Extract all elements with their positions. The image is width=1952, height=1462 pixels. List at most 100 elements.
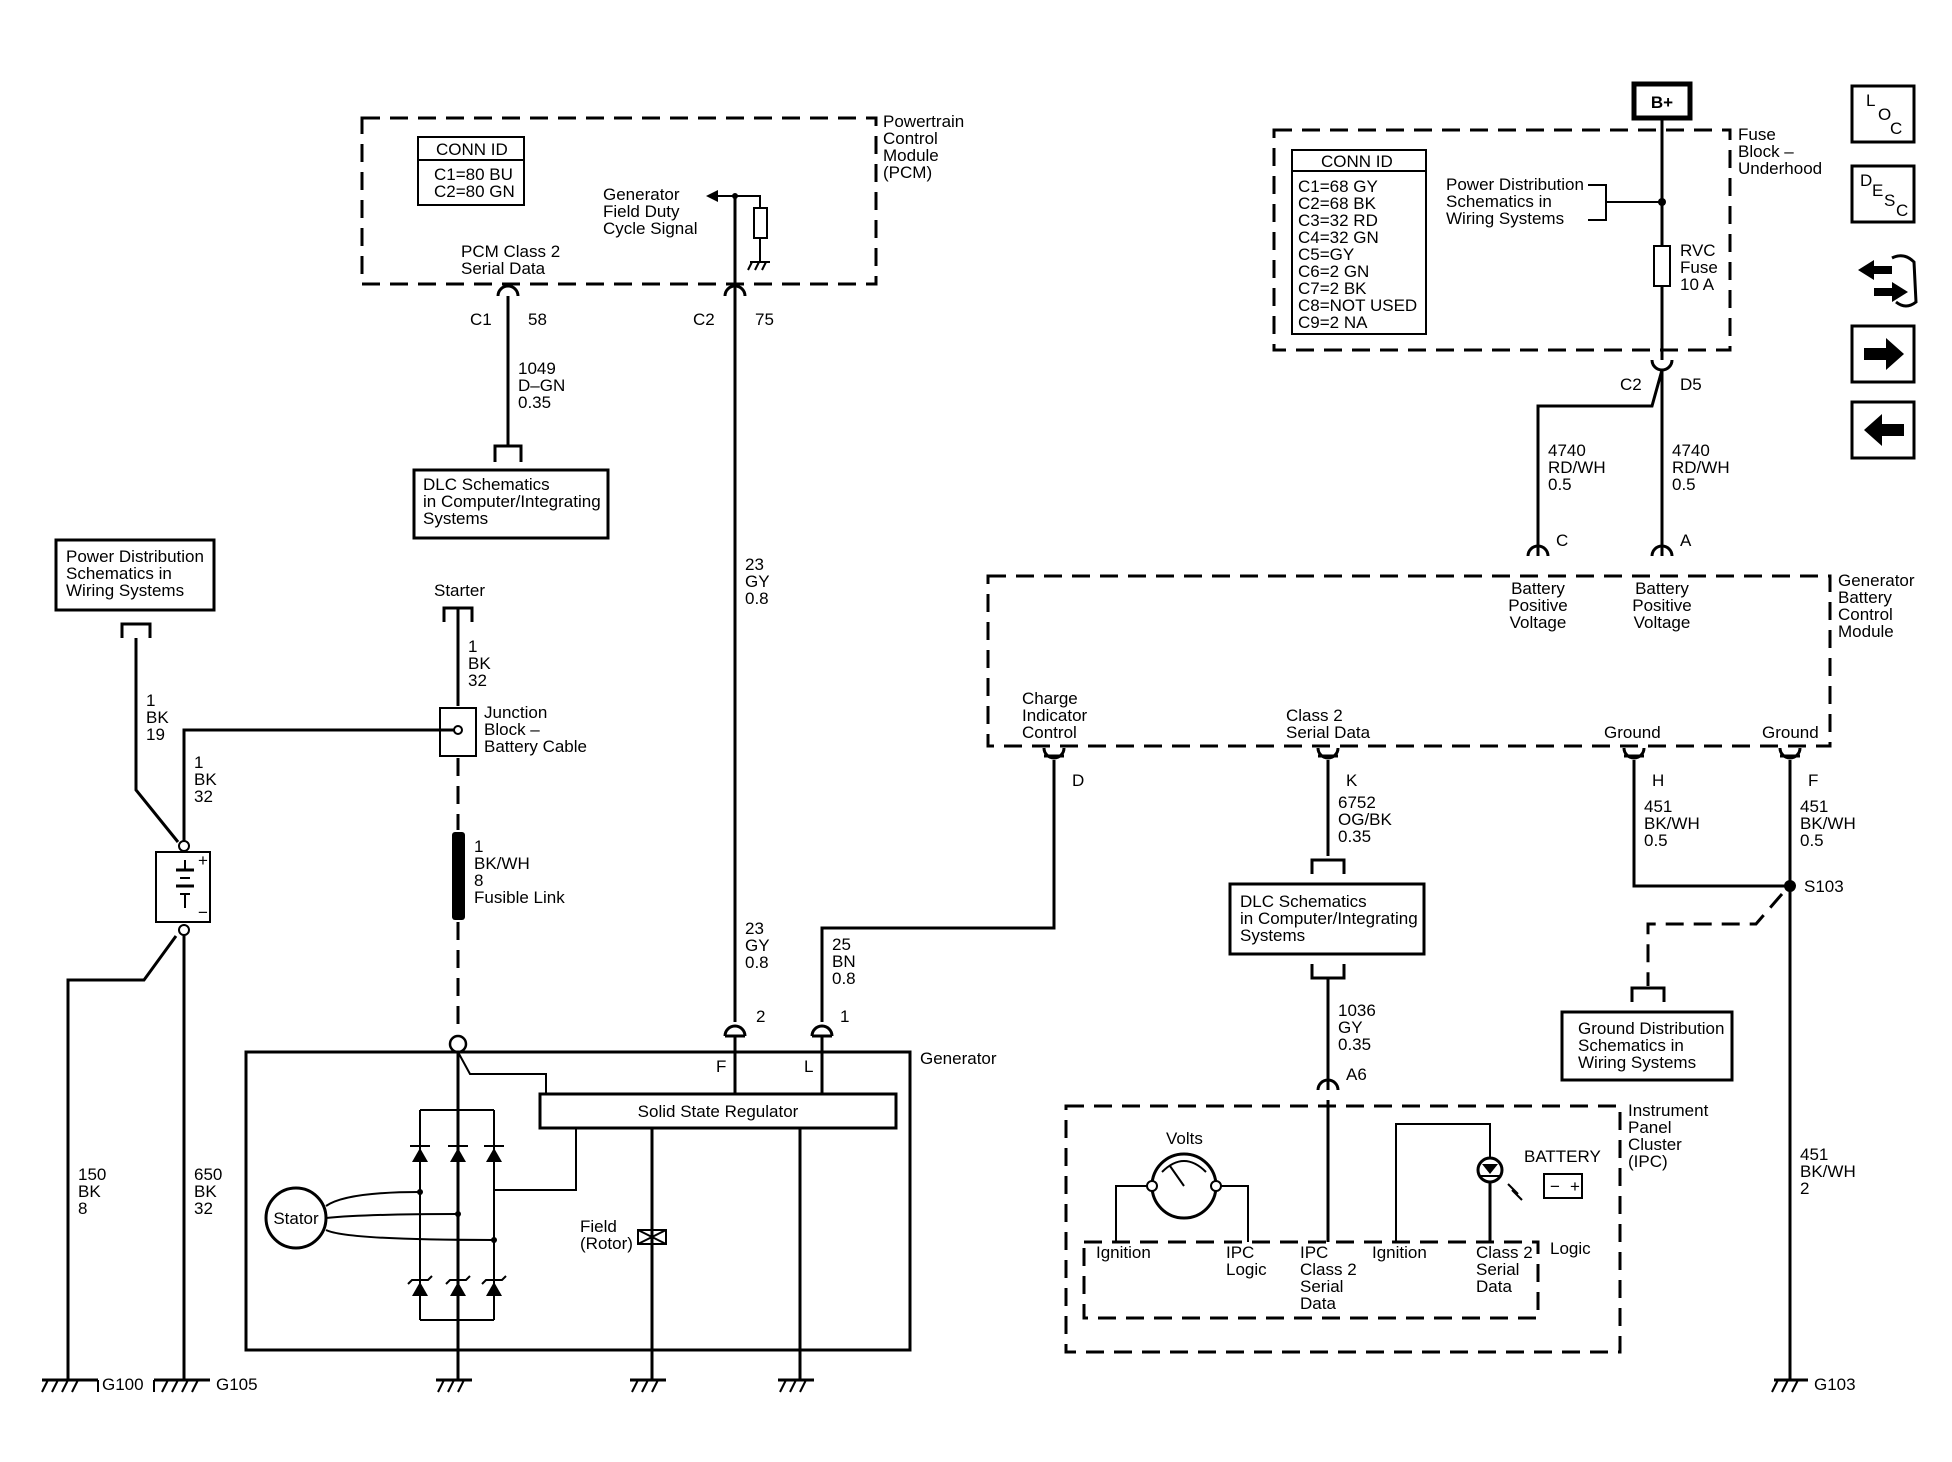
svg-text:Logic: Logic bbox=[1226, 1260, 1267, 1279]
next-page-button[interactable] bbox=[1850, 324, 1916, 384]
svg-text:S: S bbox=[1884, 191, 1895, 210]
ground-g103-icon bbox=[1771, 1378, 1808, 1393]
ipc-name: Instrument Panel Cluster (IPC) bbox=[1628, 1101, 1709, 1171]
svg-text:Power Distribution: Power Distribution bbox=[66, 547, 204, 566]
svg-text:Voltage: Voltage bbox=[1634, 613, 1691, 632]
previous-page-button[interactable] bbox=[1850, 400, 1916, 460]
wire-1036-label: 1036 GY 0.35 bbox=[1338, 1001, 1376, 1054]
ground-g105-icon bbox=[153, 1378, 210, 1393]
svg-text:Charge: Charge bbox=[1022, 689, 1078, 708]
field-duty-label: Generator Field Duty Cycle Signal bbox=[603, 185, 698, 238]
svg-text:Control: Control bbox=[883, 129, 938, 148]
g103-label: G103 bbox=[1814, 1375, 1856, 1394]
wire-6752-label: 6752 OG/BK 0.35 bbox=[1338, 793, 1393, 846]
pcm-conn-c1: C1=80 BU bbox=[434, 165, 513, 184]
svg-text:IPC: IPC bbox=[1226, 1243, 1254, 1262]
wire-4740-right-label: 4740 RD/WH 0.5 bbox=[1672, 441, 1730, 494]
svg-text:0.8: 0.8 bbox=[745, 589, 769, 608]
svg-text:F: F bbox=[1808, 771, 1818, 790]
svg-text:4740: 4740 bbox=[1548, 441, 1586, 460]
svg-text:DLC Schematics: DLC Schematics bbox=[423, 475, 550, 494]
svg-text:C8=NOT USED: C8=NOT USED bbox=[1298, 296, 1417, 315]
fusible-link-icon bbox=[452, 832, 465, 920]
svg-text:RD/WH: RD/WH bbox=[1672, 458, 1730, 477]
svg-text:Battery: Battery bbox=[1635, 579, 1689, 598]
svg-text:Fuse: Fuse bbox=[1738, 125, 1776, 144]
ipc-logic-label: Logic bbox=[1550, 1239, 1591, 1258]
svg-text:Field: Field bbox=[580, 1217, 617, 1236]
s103-label: S103 bbox=[1804, 877, 1844, 896]
svg-text:0.5: 0.5 bbox=[1548, 475, 1572, 494]
svg-text:Junction: Junction bbox=[484, 703, 547, 722]
svg-text:Data: Data bbox=[1476, 1277, 1512, 1296]
wire-150-label: 150 BK 8 bbox=[78, 1165, 106, 1218]
pcm-conn-c2: C2=80 GN bbox=[434, 182, 515, 201]
svg-text:8: 8 bbox=[474, 871, 483, 890]
gbcm-name: Generator Battery Control Module bbox=[1838, 571, 1915, 641]
svg-text:Block –: Block – bbox=[1738, 142, 1794, 161]
fusible-link-label: 1 BK/WH 8 Fusible Link bbox=[474, 837, 565, 907]
generator-label: Generator bbox=[920, 1049, 997, 1068]
ignition-left-label: Ignition bbox=[1096, 1243, 1151, 1262]
svg-text:in Computer/Integrating: in Computer/Integrating bbox=[423, 492, 601, 511]
two-way-arrow-icon bbox=[1858, 260, 1892, 280]
svg-text:451: 451 bbox=[1800, 1145, 1828, 1164]
svg-text:451: 451 bbox=[1644, 797, 1672, 816]
svg-text:Class 2: Class 2 bbox=[1476, 1243, 1533, 1262]
ipc-logic-text: IPC Logic bbox=[1226, 1243, 1267, 1279]
starter-label: Starter bbox=[434, 581, 485, 600]
svg-text:0.35: 0.35 bbox=[1338, 827, 1371, 846]
svg-text:8: 8 bbox=[78, 1199, 87, 1218]
svg-text:1: 1 bbox=[474, 837, 483, 856]
svg-text:OG/BK: OG/BK bbox=[1338, 810, 1393, 829]
wire-4740-left-label: 4740 RD/WH 0.5 bbox=[1548, 441, 1606, 494]
svg-text:in Computer/Integrating: in Computer/Integrating bbox=[1240, 909, 1418, 928]
svg-text:Battery: Battery bbox=[1838, 588, 1892, 607]
loc-button[interactable]: L O C bbox=[1850, 84, 1916, 144]
fuse-conn-title: CONN ID bbox=[1321, 152, 1393, 171]
svg-text:Wiring Systems: Wiring Systems bbox=[1446, 209, 1564, 228]
svg-text:−: − bbox=[198, 903, 208, 922]
svg-text:C2: C2 bbox=[1620, 375, 1642, 394]
svg-text:GY: GY bbox=[745, 936, 770, 955]
svg-text:(IPC): (IPC) bbox=[1628, 1152, 1668, 1171]
fuse-conn-list: C1=68 GY C2=68 BK C3=32 RD C4=32 GN C5=G… bbox=[1298, 177, 1417, 332]
svg-text:O: O bbox=[1878, 105, 1891, 124]
rvc-fuse-icon bbox=[1653, 245, 1671, 287]
svg-text:Fusible Link: Fusible Link bbox=[474, 888, 565, 907]
connector-c2-icon bbox=[723, 284, 747, 297]
svg-text:6752: 6752 bbox=[1338, 793, 1376, 812]
volts-label: Volts bbox=[1166, 1129, 1203, 1148]
component-locator-button[interactable] bbox=[1858, 254, 1918, 308]
bpv-c-label: Battery Positive Voltage bbox=[1508, 579, 1568, 632]
svg-text:C3=32 RD: C3=32 RD bbox=[1298, 211, 1378, 230]
wire-1bk32-mid-label: 1 BK 32 bbox=[194, 753, 217, 806]
splice-s103-icon bbox=[1784, 880, 1796, 892]
desc-button[interactable]: D E S C bbox=[1850, 164, 1916, 224]
svg-text:650: 650 bbox=[194, 1165, 222, 1184]
svg-text:2: 2 bbox=[1800, 1179, 1809, 1198]
svg-text:Module: Module bbox=[883, 146, 939, 165]
svg-text:0.8: 0.8 bbox=[832, 969, 856, 988]
svg-text:Battery: Battery bbox=[1511, 579, 1565, 598]
dlc-mid-box: DLC Schematics in Computer/Integrating S… bbox=[1228, 882, 1426, 956]
svg-text:BK/WH: BK/WH bbox=[1644, 814, 1700, 833]
wire-451-h-label: 451 BK/WH 0.5 bbox=[1644, 797, 1700, 850]
wire-23-top-label: 23 GY 0.8 bbox=[745, 555, 770, 608]
battery-label: BATTERY bbox=[1524, 1147, 1601, 1166]
svg-text:Wiring Systems: Wiring Systems bbox=[1578, 1053, 1696, 1072]
svg-text:L: L bbox=[804, 1057, 813, 1076]
ignition-right-label: Ignition bbox=[1372, 1243, 1427, 1262]
svg-text:Positive: Positive bbox=[1632, 596, 1692, 615]
svg-text:Schematics in: Schematics in bbox=[1578, 1036, 1684, 1055]
svg-text:BK/WH: BK/WH bbox=[1800, 1162, 1856, 1181]
svg-text:F: F bbox=[716, 1057, 726, 1076]
svg-text:BK/WH: BK/WH bbox=[1800, 814, 1856, 833]
wire-25-label: 25 BN 0.8 bbox=[832, 935, 856, 988]
svg-text:C1=68 GY: C1=68 GY bbox=[1298, 177, 1378, 196]
svg-text:+: + bbox=[198, 851, 208, 870]
svg-text:BK: BK bbox=[194, 770, 217, 789]
svg-text:C5=GY: C5=GY bbox=[1298, 245, 1354, 264]
svg-text:Battery Cable: Battery Cable bbox=[484, 737, 587, 756]
